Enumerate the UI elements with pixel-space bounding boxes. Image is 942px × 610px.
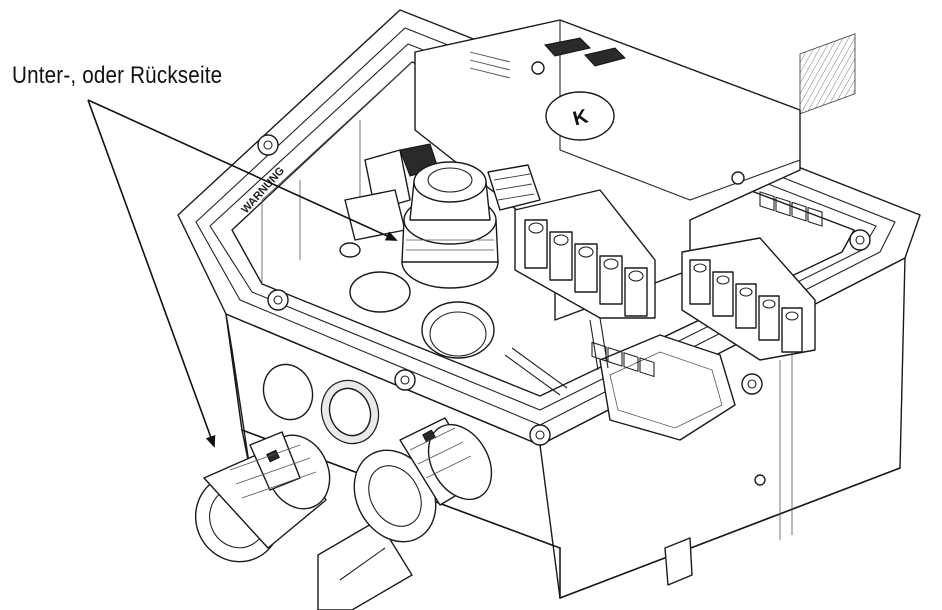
annotation-label: Unter-, oder Rückseite xyxy=(12,62,223,89)
leader-arrow-underside xyxy=(87,99,216,448)
terminal-block-main xyxy=(514,189,656,319)
terminal-block-secondary xyxy=(681,237,816,361)
leader-arrow-rear xyxy=(87,99,398,241)
electronics-module: K xyxy=(414,19,823,378)
cable-with-gland xyxy=(317,417,493,610)
cable-gland-installed xyxy=(401,161,499,289)
logo-mark: K xyxy=(571,105,591,130)
cable-entry-holes xyxy=(262,363,380,445)
housing-interior xyxy=(261,61,736,441)
cable-gland-loose xyxy=(194,431,331,563)
control-connectors xyxy=(344,143,541,241)
